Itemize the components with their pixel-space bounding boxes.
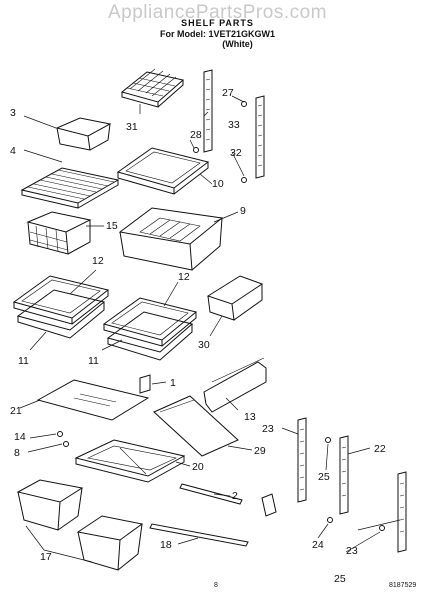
bracket-22-part — [339, 435, 349, 515]
bin-17-right-part — [76, 515, 144, 571]
callout-c25b: 25 — [334, 573, 346, 585]
callout-c30: 30 — [198, 339, 210, 351]
diagram-title: SHELF PARTS — [181, 18, 254, 28]
color-line: (White) — [222, 39, 253, 49]
callout-c23a: 23 — [262, 423, 274, 435]
callout-c25a: 25 — [318, 471, 330, 483]
callout-c23b: 23 — [346, 545, 358, 557]
callout-c13: 13 — [244, 411, 256, 423]
screws-left — [57, 431, 69, 447]
model-line: For Model: 1VET21GKGW1 — [159, 29, 275, 39]
page-number: 8 — [214, 582, 218, 589]
callout-c4: 4 — [10, 145, 16, 157]
callout-c17: 17 — [40, 551, 52, 563]
callout-c1: 1 — [170, 377, 176, 389]
callout-c32: 32 — [230, 147, 242, 159]
clip-part — [261, 493, 277, 517]
rail-2-part — [179, 483, 243, 505]
callout-c11b: 11 — [88, 355, 99, 367]
callout-c28: 28 — [190, 129, 202, 141]
callout-c31: 31 — [126, 121, 138, 133]
callout-c33: 33 — [228, 119, 240, 131]
bracket-32-part — [255, 95, 265, 179]
callout-c11a: 11 — [18, 355, 29, 367]
callout-c2: 2 — [232, 490, 238, 502]
screws-lower — [325, 437, 385, 531]
callout-c27: 27 — [222, 87, 234, 99]
leader-lines — [19, 95, 401, 563]
bracket-23-right-part — [397, 471, 407, 553]
small-bracket-part — [139, 374, 151, 394]
ice-tray-part — [120, 68, 185, 108]
wire-shelf-part — [20, 167, 120, 209]
callout-c15: 15 — [106, 220, 118, 232]
small-bin-part — [55, 117, 112, 151]
rail-29-part — [153, 395, 239, 457]
callout-c29: 29 — [254, 445, 266, 457]
small-tray-part — [206, 275, 264, 321]
bracket-23-left-part — [297, 417, 307, 503]
callout-c3: 3 — [10, 107, 16, 119]
screws-upper — [193, 101, 247, 183]
callout-c9: 9 — [240, 205, 246, 217]
bin-17-left-part — [16, 479, 84, 531]
document-number: 8187529 — [389, 582, 417, 589]
wire-basket-part — [26, 211, 92, 255]
shelf-assembly-left-part — [12, 275, 110, 339]
callout-c24: 24 — [312, 539, 324, 551]
callout-c20: 20 — [192, 461, 204, 473]
callout-c10: 10 — [212, 178, 224, 190]
frame-20-part — [74, 439, 186, 483]
callout-c14: 14 — [14, 431, 26, 443]
glass-panel-part — [36, 379, 150, 421]
crisper-pan-part — [118, 207, 224, 271]
glass-shelf-upper-part — [116, 147, 210, 195]
rail-18-part — [149, 523, 249, 547]
crisper-cover-part — [203, 357, 267, 413]
callout-c22: 22 — [374, 443, 386, 455]
callout-c8: 8 — [14, 447, 20, 459]
callout-c18: 18 — [160, 539, 172, 551]
callout-c21: 21 — [10, 405, 22, 417]
bracket-33-part — [203, 69, 213, 153]
callout-c12a: 12 — [92, 255, 104, 267]
callout-c12b: 12 — [178, 271, 190, 283]
watermark: AppliancePartsPros.com — [107, 2, 328, 23]
shelf-assembly-right-part — [102, 297, 198, 361]
